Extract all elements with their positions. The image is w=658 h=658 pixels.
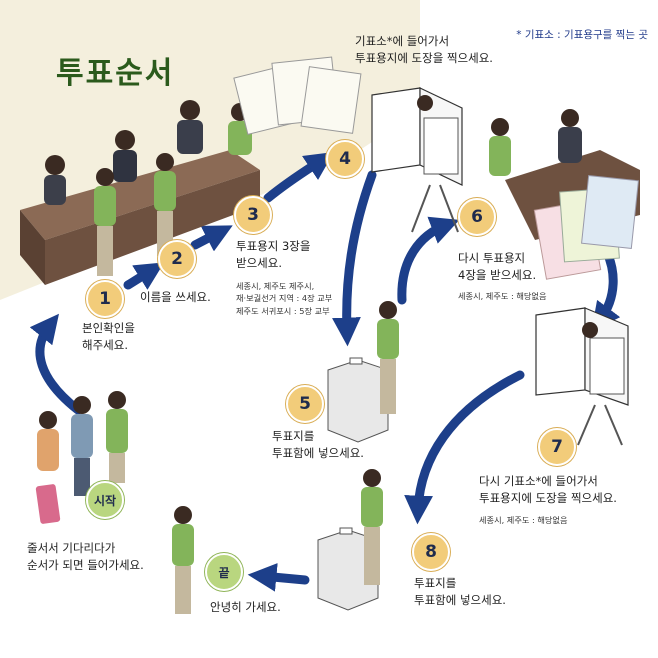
step-7-text: 다시 기표소*에 들어가서 투표용지에 도장을 찍으세요. <box>479 473 617 506</box>
step-4-badge: 4 <box>326 140 364 178</box>
exiting-voter-figure <box>172 506 194 614</box>
step-7-line: 다시 기표소*에 들어가서 <box>479 474 598 488</box>
staff-figures <box>44 100 252 205</box>
step-5-line: 투표함에 넣으세요. <box>272 445 364 460</box>
step-3-note: 제주도 서귀포시 : 5장 교부 <box>236 305 330 316</box>
ballot-papers-1 <box>233 56 362 136</box>
voting-booth-1 <box>371 87 463 233</box>
start-badge: 시작 <box>86 481 124 519</box>
arrow-3-to-4 <box>263 152 334 203</box>
arrow-start-to-1 <box>29 313 83 415</box>
step-8-line: 투표함에 넣으세요. <box>414 592 506 607</box>
step-2-badge: 2 <box>158 240 196 278</box>
step-3-line: 투표용지 3장을 <box>236 239 311 253</box>
page-title: 투표순서 <box>56 56 175 91</box>
end-badge: 끝 <box>205 553 243 591</box>
step-3-badge: 3 <box>234 196 272 234</box>
step-6-note: 세종시, 제주도 : 해당없음 <box>458 291 547 301</box>
step-6-notes: 세종시, 제주도 : 해당없음 <box>458 290 547 302</box>
arrow-2-to-3 <box>190 225 233 252</box>
step-5-line: 투표지를 <box>272 429 315 443</box>
step-7-badge: 7 <box>538 428 576 466</box>
flow-arrows <box>29 152 621 592</box>
ballot-box-2 <box>317 469 383 611</box>
step-8-text: 투표지를 투표함에 넣으세요. <box>414 575 506 608</box>
step-3-text: 투표용지 3장을 받으세요. <box>236 238 310 271</box>
start-line: 순서가 되면 들어가세요. <box>27 557 144 572</box>
step-4-line: 투표용지에 도장을 찍으세요. <box>355 50 493 65</box>
start-text: 줄서서 기다리다가 순서가 되면 들어가세요. <box>27 540 144 573</box>
step-1-line: 본인확인을 <box>82 321 135 335</box>
arrow-4-to-5 <box>332 170 377 347</box>
step-1-text: 본인확인을 해주세요. <box>82 320 135 353</box>
step-2-text: 이름을 쓰세요. <box>140 289 211 306</box>
step-6-line: 다시 투표용지 <box>458 251 526 265</box>
step-7-line: 투표용지에 도장을 찍으세요. <box>479 490 617 505</box>
arrow-7-to-8 <box>404 370 525 525</box>
footnote-definition: * 기표소 : 기표용구를 찍는 곳 <box>516 29 648 41</box>
step-3-notes: 세종시, 제주도 제주시, 재·보궐선거 지역 : 4장 교부 제주도 서귀포시… <box>236 280 332 317</box>
step-7-note: 세종시, 제주도 : 해당없음 <box>479 515 568 525</box>
step-8-line: 투표지를 <box>414 576 457 590</box>
arrow-5-to-6 <box>397 216 460 305</box>
step-3-line: 받으세요. <box>236 255 282 270</box>
step-6-badge: 6 <box>458 198 496 236</box>
end-text: 안녕히 가세요. <box>210 600 281 614</box>
step-2-line: 이름을 쓰세요. <box>140 290 211 304</box>
ballot-papers-2 <box>533 175 639 280</box>
step-8-badge: 8 <box>412 533 450 571</box>
step-1-badge: 1 <box>86 280 124 318</box>
step-6-line: 4장을 받으세요. <box>458 267 537 282</box>
step-4-text: 기표소*에 들어가서 투표용지에 도장을 찍으세요. <box>355 33 493 66</box>
arrow-1-to-2 <box>123 262 165 290</box>
step-5-text: 투표지를 투표함에 넣으세요. <box>272 428 364 461</box>
step-5-badge: 5 <box>286 385 324 423</box>
step-4-line: 기표소*에 들어가서 <box>355 34 450 48</box>
step-3-note: 재·보궐선거 지역 : 4장 교부 <box>236 293 333 304</box>
arrow-8-to-end <box>247 562 310 592</box>
step-1-line: 해주세요. <box>82 337 128 352</box>
ballot-box-1 <box>327 301 399 443</box>
step-3-note: 세종시, 제주도 제주시, <box>236 281 315 291</box>
start-line: 줄서서 기다리다가 <box>27 541 116 555</box>
step-6-text: 다시 투표용지 4장을 받으세요. <box>458 250 536 283</box>
voting-booth-2 <box>535 307 629 446</box>
step-7-notes: 세종시, 제주도 : 해당없음 <box>479 514 568 526</box>
waiting-line-figures <box>35 391 128 524</box>
